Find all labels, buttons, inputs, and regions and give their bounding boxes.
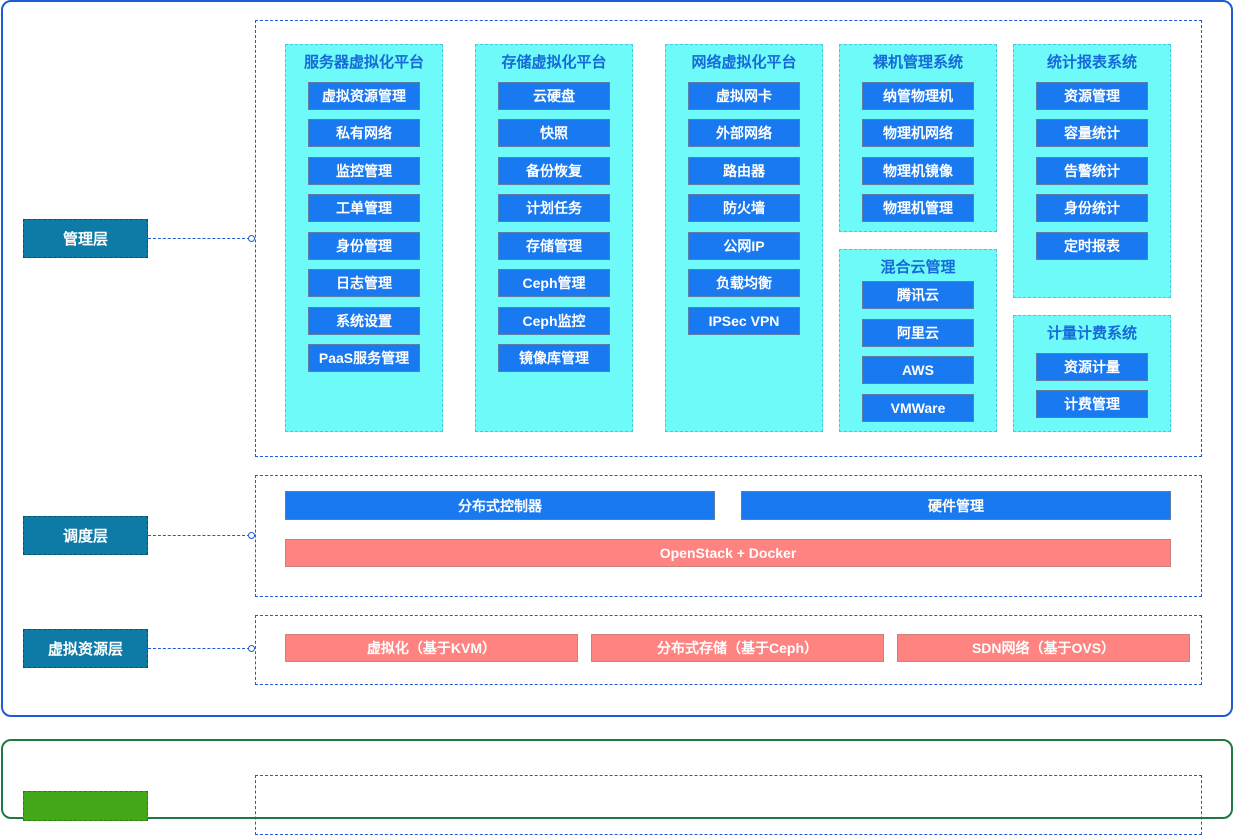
hardware-management-bar: 硬件管理: [741, 491, 1171, 520]
item-resource-management: 资源管理: [1036, 82, 1148, 110]
item-alert-statistics: 告警统计: [1036, 157, 1148, 185]
module-title: 统计报表系统: [1046, 54, 1137, 71]
virtual-resource-connector-dot: [248, 645, 255, 652]
distributed-storage-ceph-bar: 分布式存储（基于Ceph）: [591, 634, 884, 662]
management-region: [255, 20, 1202, 457]
architecture-frame: [1, 0, 1233, 717]
item-physical-machine-network: 物理机网络: [862, 119, 974, 147]
item-identity-management: 身份管理: [308, 232, 420, 260]
item-load-balancing: 负载均衡: [688, 269, 800, 297]
virtual-resource-connector: [148, 648, 250, 649]
sdn-network-ovs-bar: SDN网络（基于OVS）: [897, 634, 1190, 662]
virtual-resource-region: [255, 615, 1202, 685]
module-title: 网络虚拟化平台: [691, 54, 797, 71]
item-ceph-management: Ceph管理: [498, 269, 610, 297]
item-backup-restore: 备份恢复: [498, 157, 610, 185]
module-server-virtualization: 服务器虚拟化平台 虚拟资源管理 私有网络 监控管理 工单管理 身份管理 日志管理…: [285, 44, 443, 432]
item-identity-statistics: 身份统计: [1036, 194, 1148, 222]
item-system-settings: 系统设置: [308, 307, 420, 335]
item-alibaba-cloud: 阿里云: [862, 319, 974, 347]
item-vmware: VMWare: [862, 394, 974, 422]
item-ipsec-vpn: IPSec VPN: [688, 307, 800, 335]
item-virtual-resource-management: 虚拟资源管理: [308, 82, 420, 110]
management-layer-label: 管理层: [23, 219, 148, 258]
module-storage-virtualization: 存储虚拟化平台 云硬盘 快照 备份恢复 计划任务 存储管理 Ceph管理 Cep…: [475, 44, 633, 432]
module-statistics-reporting: 统计报表系统 资源管理 容量统计 告警统计 身份统计 定时报表: [1013, 44, 1171, 298]
scheduling-layer-label: 调度层: [23, 516, 148, 555]
module-bare-metal-management: 裸机管理系统 纳管物理机 物理机网络 物理机镜像 物理机管理: [839, 44, 997, 232]
item-capacity-statistics: 容量统计: [1036, 119, 1148, 147]
item-resource-metering: 资源计量: [1036, 353, 1148, 381]
item-scheduled-task: 计划任务: [498, 194, 610, 222]
item-tencent-cloud: 腾讯云: [862, 281, 974, 309]
module-hybrid-cloud-management: 混合云管理 腾讯云 阿里云 AWS VMWare: [839, 249, 997, 432]
management-connector-dot: [248, 235, 255, 242]
item-billing-management: 计费管理: [1036, 390, 1148, 418]
module-metering-billing: 计量计费系统 资源计量 计费管理: [1013, 315, 1171, 432]
item-managed-physical-machine: 纳管物理机: [862, 82, 974, 110]
management-connector: [148, 238, 250, 239]
openstack-docker-bar: OpenStack + Docker: [285, 539, 1171, 567]
item-ticket-management: 工单管理: [308, 194, 420, 222]
module-title: 服务器虚拟化平台: [303, 54, 424, 71]
distributed-controller-bar: 分布式控制器: [285, 491, 715, 520]
item-firewall: 防火墙: [688, 194, 800, 222]
module-network-virtualization: 网络虚拟化平台 虚拟网卡 外部网络 路由器 防火墙 公网IP 负载均衡 IPSe…: [665, 44, 823, 432]
item-private-network: 私有网络: [308, 119, 420, 147]
scheduling-region: [255, 475, 1202, 597]
item-paas-service-management: PaaS服务管理: [308, 344, 420, 372]
item-public-ip: 公网IP: [688, 232, 800, 260]
item-monitoring-management: 监控管理: [308, 157, 420, 185]
virtual-resource-layer-label: 虚拟资源层: [23, 629, 148, 668]
item-snapshot: 快照: [498, 119, 610, 147]
item-storage-management: 存储管理: [498, 232, 610, 260]
item-log-management: 日志管理: [308, 269, 420, 297]
item-scheduled-report: 定时报表: [1036, 232, 1148, 260]
item-physical-machine-image: 物理机镜像: [862, 157, 974, 185]
module-title: 计量计费系统: [1046, 325, 1137, 342]
item-physical-machine-management: 物理机管理: [862, 194, 974, 222]
module-title: 混合云管理: [880, 259, 956, 276]
next-region: [255, 775, 1202, 835]
item-image-library-management: 镜像库管理: [498, 344, 610, 372]
module-title: 裸机管理系统: [872, 54, 963, 71]
scheduling-connector: [148, 535, 250, 536]
item-aws: AWS: [862, 356, 974, 384]
item-virtual-nic: 虚拟网卡: [688, 82, 800, 110]
item-router: 路由器: [688, 157, 800, 185]
item-ceph-monitoring: Ceph监控: [498, 307, 610, 335]
virtualization-kvm-bar: 虚拟化（基于KVM）: [285, 634, 578, 662]
module-title: 存储虚拟化平台: [501, 54, 607, 71]
item-cloud-disk: 云硬盘: [498, 82, 610, 110]
item-external-network: 外部网络: [688, 119, 800, 147]
scheduling-connector-dot: [248, 532, 255, 539]
